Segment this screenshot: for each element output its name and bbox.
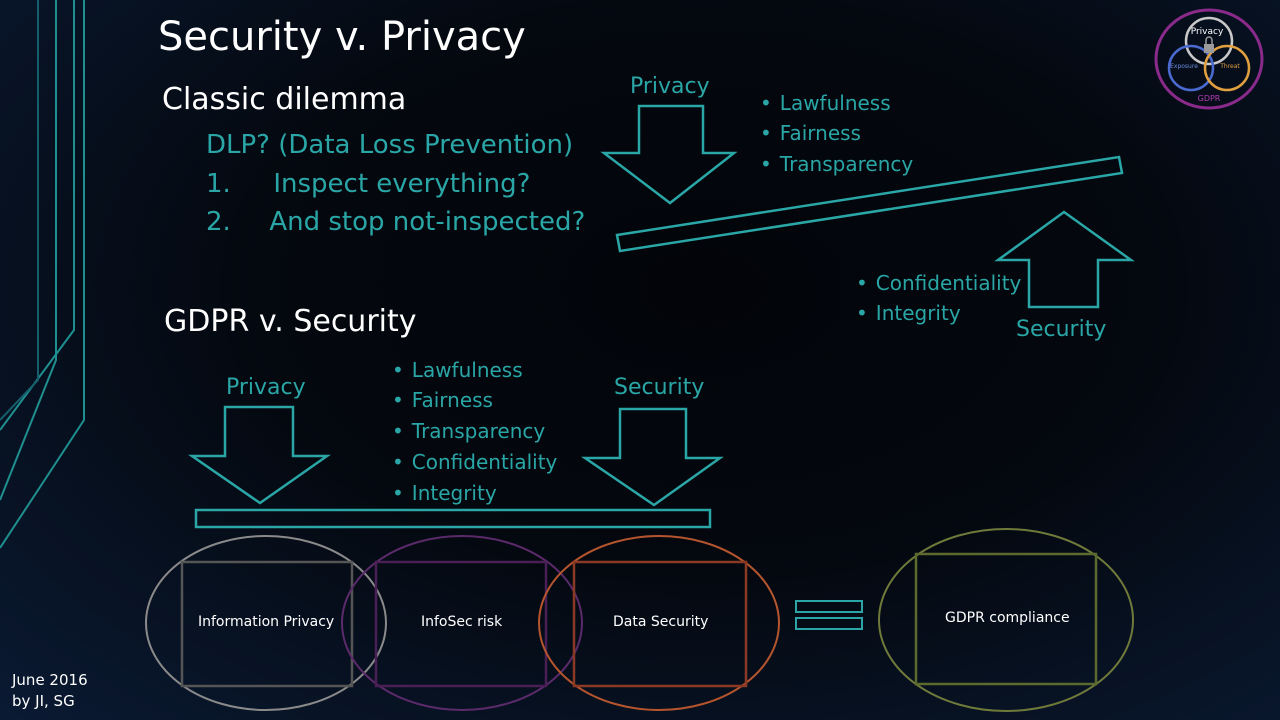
classic-heading: Classic dilemma <box>162 82 407 117</box>
gdpr-privacy-label: Privacy <box>226 375 306 400</box>
logo-gdpr-text: GDPR <box>1198 94 1221 103</box>
gdpr-compliance-label: GDPR compliance <box>945 610 1070 626</box>
gdpr-balance-bar <box>194 508 712 529</box>
footer-date: June 2016 <box>12 671 88 689</box>
gdpr-bullet: Transparency <box>392 419 545 443</box>
seesaw-security-bullet: Integrity <box>856 301 961 325</box>
gdpr-heading: GDPR v. Security <box>164 304 417 339</box>
gdpr-compliance-box <box>914 552 1098 686</box>
gdpr-bullet: Integrity <box>392 481 497 505</box>
logo-privacy-text: Privacy <box>1191 27 1224 37</box>
seesaw-privacy-bullet: Transparency <box>760 152 913 176</box>
seesaw-security-label: Security <box>1016 317 1107 342</box>
gdpr-bullet: Lawfulness <box>392 358 523 382</box>
page-title: Security v. Privacy <box>158 14 526 60</box>
info-privacy-box <box>180 560 354 688</box>
infosec-ellipse <box>341 535 583 711</box>
seesaw-privacy-bullet: Fairness <box>760 121 861 145</box>
seesaw-privacy-bullet: Lawfulness <box>760 91 891 115</box>
dlp-item-2-num: 2. <box>206 207 231 237</box>
gdpr-security-down-arrow <box>580 407 724 507</box>
footer: June 2016 by JI, SG <box>12 670 88 712</box>
dlp-title: DLP? (Data Loss Prevention) <box>206 130 574 160</box>
footer-authors: by JI, SG <box>12 692 75 710</box>
gdpr-bullet: Fairness <box>392 388 493 412</box>
security-up-arrow <box>994 210 1135 309</box>
data-security-ellipse <box>538 535 780 711</box>
info-privacy-ellipse <box>145 535 387 711</box>
seesaw-plank <box>615 155 1124 253</box>
dlp-item-1-text: Inspect everything? <box>273 169 531 199</box>
gdpr-security-label: Security <box>614 375 705 400</box>
left-decoration <box>0 0 85 549</box>
dlp-item-1-num: 1. <box>206 169 231 199</box>
logo-threat-text: Threat <box>1219 63 1240 70</box>
seesaw-security-bullet: Confidentiality <box>856 271 1022 295</box>
seesaw-privacy-label: Privacy <box>630 74 710 99</box>
infosec-box <box>374 560 548 688</box>
dlp-item-2: 2. And stop not-inspected? <box>206 207 585 237</box>
equals-bottom <box>795 617 863 630</box>
privacy-down-arrow <box>600 104 738 205</box>
info-privacy-label: Information Privacy <box>198 614 335 630</box>
logo-exposure-text: Exposure <box>1170 63 1198 70</box>
equals-top <box>795 600 863 613</box>
gdpr-compliance-ellipse <box>878 528 1134 712</box>
gdpr-privacy-down-arrow <box>187 405 331 505</box>
gdpr-logo: Privacy Exposure Threat GDPR <box>1154 8 1264 110</box>
dlp-item-2-text: And stop not-inspected? <box>269 207 586 237</box>
infosec-risk-label: InfoSec risk <box>421 614 503 630</box>
dlp-item-1: 1. Inspect everything? <box>206 169 530 199</box>
data-security-label: Data Security <box>613 614 709 630</box>
data-security-box <box>572 560 748 688</box>
gdpr-bullet: Confidentiality <box>392 450 558 474</box>
